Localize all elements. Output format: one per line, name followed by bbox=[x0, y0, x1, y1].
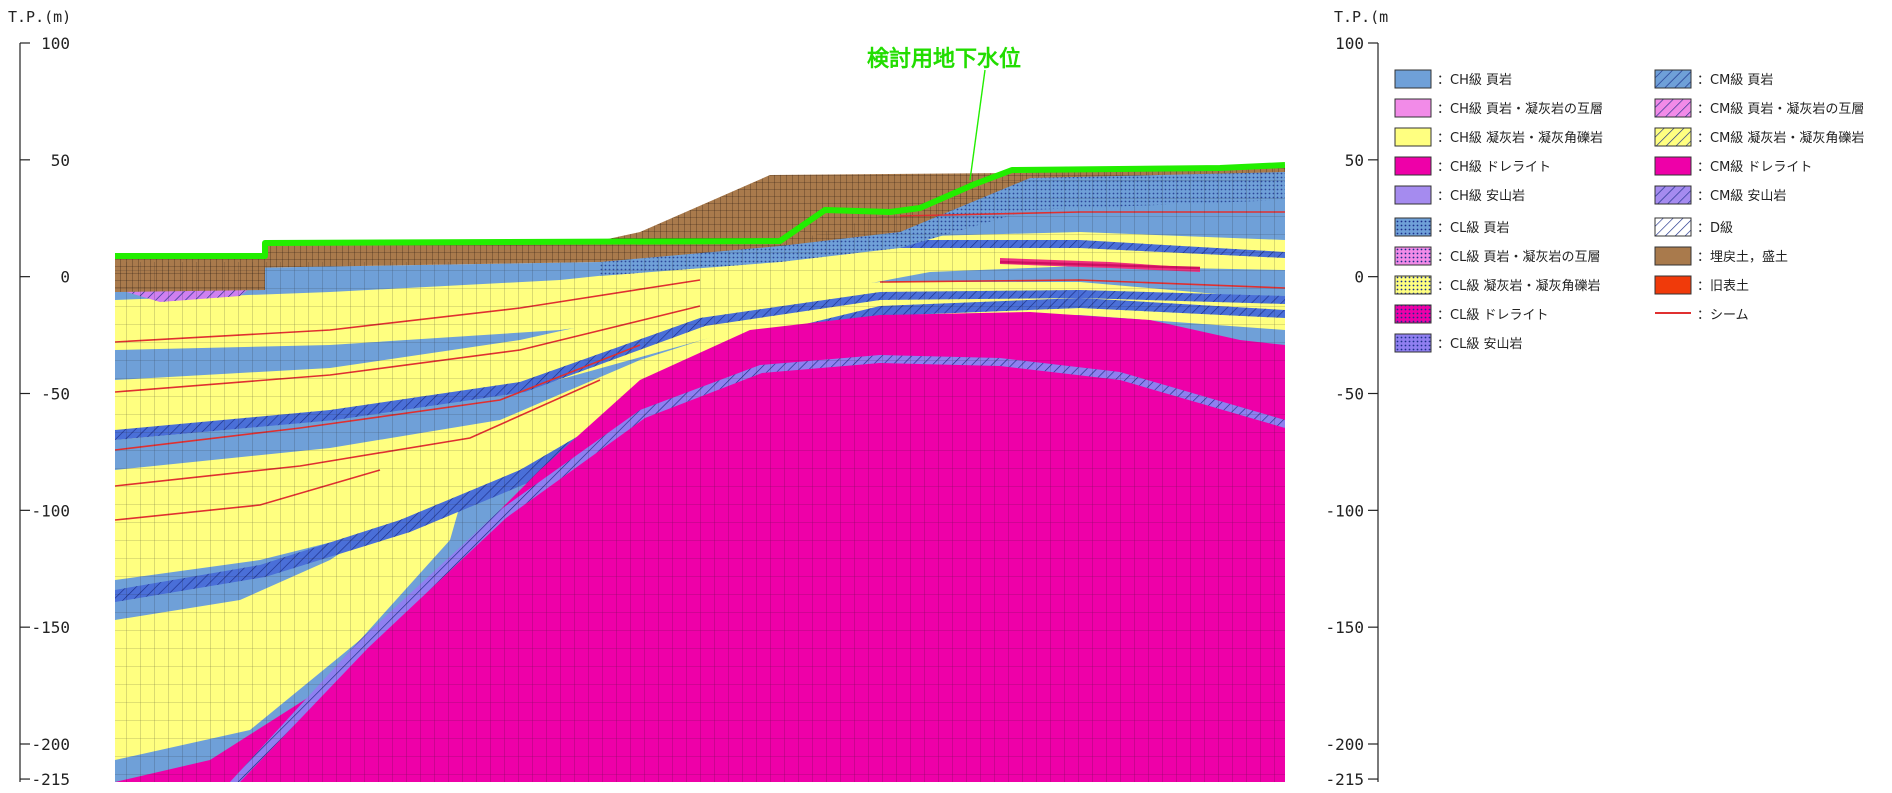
left-tick-label: -100 bbox=[31, 501, 70, 520]
legend-label: ：CM級 安山岩 bbox=[1697, 189, 1786, 204]
right-tick-label: -200 bbox=[1325, 735, 1364, 754]
legend-swatch-pattern bbox=[1394, 246, 1432, 266]
left-tick-label: 100 bbox=[41, 34, 70, 53]
right-tick-label: 0 bbox=[1354, 268, 1364, 287]
legend-swatch bbox=[1394, 127, 1432, 147]
right-tick-label: -50 bbox=[1335, 385, 1364, 404]
right-tick-label: 100 bbox=[1335, 34, 1364, 53]
left-tick-label: 0 bbox=[60, 268, 70, 287]
left-axis: T.P.(m) 100 50 0 -50 -100 -150 -200 -215 bbox=[8, 8, 71, 789]
legend-label: ：CL級 凝灰岩・凝灰角礫岩 bbox=[1437, 278, 1600, 294]
right-tick-label: -150 bbox=[1325, 618, 1364, 637]
cross-section bbox=[115, 162, 1285, 782]
left-tick-label: -50 bbox=[41, 385, 70, 404]
left-axis-unit: T.P.(m) bbox=[8, 8, 71, 26]
legend-label: ：D級 bbox=[1697, 221, 1733, 236]
legend-label: ：CM級 ドレライト bbox=[1697, 160, 1812, 175]
legend-label: ：CL級 頁岩・凝灰岩の互層 bbox=[1437, 249, 1600, 265]
legend-label: ：CM級 頁岩・凝灰岩の互層 bbox=[1697, 101, 1864, 117]
legend-label: ：CH級 ドレライト bbox=[1437, 160, 1551, 175]
legend-swatch-pattern bbox=[1394, 217, 1432, 237]
legend-swatch bbox=[1654, 156, 1692, 176]
legend-label: ：CH級 頁岩・凝灰岩の互層 bbox=[1437, 101, 1603, 117]
legend-swatch-pattern bbox=[1654, 127, 1692, 147]
legend-swatch-pattern bbox=[1394, 304, 1432, 324]
legend: ：CH級 頁岩 ：CH級 頁岩・凝灰岩の互層 ：CH級 凝灰岩・凝灰角礫岩 ：CH級 … bbox=[1394, 69, 1864, 353]
legend-swatch bbox=[1394, 69, 1432, 89]
legend-swatch-pattern bbox=[1394, 275, 1432, 295]
legend-label: ：CL級 ドレライト bbox=[1437, 308, 1548, 323]
left-tick-label: -215 bbox=[31, 770, 70, 789]
legend-label: ：CH級 頁岩 bbox=[1437, 73, 1512, 88]
legend-swatch-pattern bbox=[1654, 185, 1692, 205]
legend-swatch-pattern bbox=[1654, 69, 1692, 89]
legend-swatch-pattern bbox=[1654, 217, 1692, 237]
legend-swatch bbox=[1394, 156, 1432, 176]
legend-label: ：旧表土 bbox=[1697, 279, 1749, 294]
legend-swatch-pattern bbox=[1394, 333, 1432, 353]
legend-label: ：CH級 凝灰岩・凝灰角礫岩 bbox=[1437, 130, 1603, 146]
legend-label: ：CL級 安山岩 bbox=[1437, 337, 1522, 352]
groundwater-level-line bbox=[115, 162, 1285, 259]
legend-label: ：CM級 頁岩 bbox=[1697, 73, 1773, 88]
legend-swatch bbox=[1654, 246, 1692, 266]
legend-label: ：CM級 凝灰岩・凝灰角礫岩 bbox=[1697, 130, 1864, 146]
legend-swatch bbox=[1394, 185, 1432, 205]
left-tick-label: 50 bbox=[51, 151, 70, 170]
right-axis-unit: T.P.(m bbox=[1334, 8, 1388, 26]
left-tick-label: -150 bbox=[31, 618, 70, 637]
legend-swatch bbox=[1394, 98, 1432, 118]
legend-label: ：CL級 頁岩 bbox=[1437, 221, 1509, 236]
legend-label: ：シーム bbox=[1697, 308, 1749, 323]
groundwater-annotation: 検討用地下水位 bbox=[867, 46, 1021, 72]
legend-label: ：CH級 安山岩 bbox=[1437, 189, 1525, 204]
right-tick-label: -100 bbox=[1325, 501, 1364, 520]
right-tick-label: 50 bbox=[1345, 151, 1364, 170]
fe-mesh-overlay bbox=[115, 165, 1285, 782]
right-axis: T.P.(m 100 50 0 -50 -100 -150 -200 -215 bbox=[1325, 8, 1388, 789]
right-tick-label: -215 bbox=[1325, 770, 1364, 789]
left-tick-label: -200 bbox=[31, 735, 70, 754]
legend-label: ：埋戻土，盛土 bbox=[1697, 250, 1788, 265]
legend-swatch bbox=[1654, 275, 1692, 295]
legend-swatch-pattern bbox=[1654, 98, 1692, 118]
annotation-leader-line bbox=[969, 69, 986, 181]
